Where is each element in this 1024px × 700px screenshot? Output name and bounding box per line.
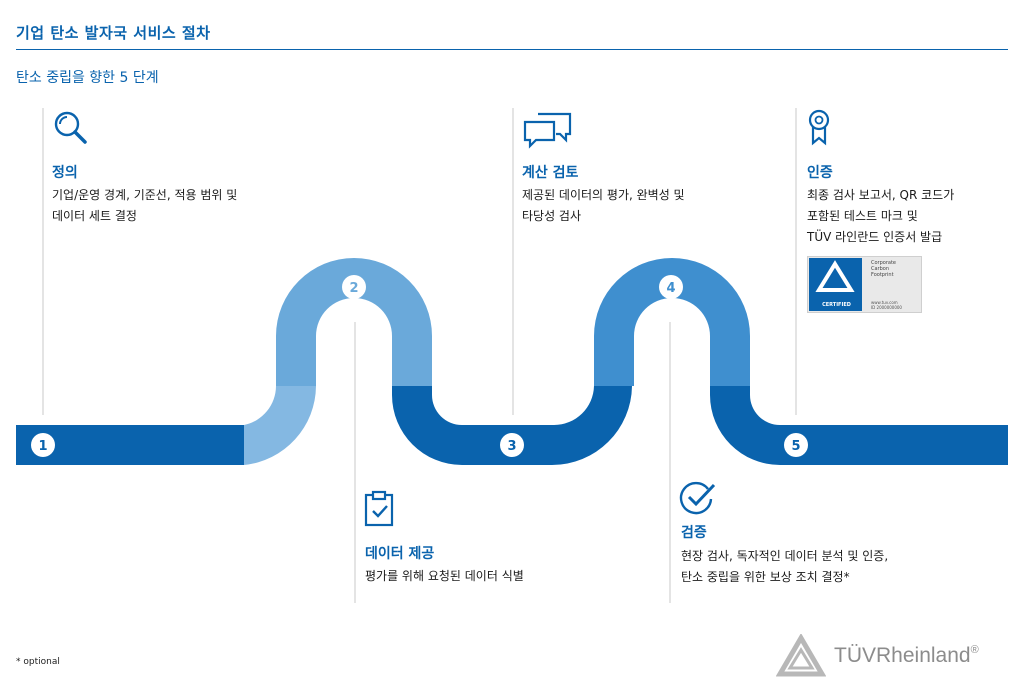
step-description-1: 기업/운영 경계, 기준선, 적용 범위 및 데이터 세트 결정 — [52, 188, 238, 223]
step-description-4: 현장 검사, 독자적인 데이터 분석 및 인증, 탄소 중립을 위한 보상 조치… — [681, 549, 889, 584]
road-segment-arch-2-left — [276, 336, 316, 386]
check-circle-icon — [679, 481, 716, 515]
step-title-1: 정의 — [52, 165, 78, 181]
badge-title: Corporate Carbon Footprint — [871, 260, 896, 278]
badge-certified-label: CERTIFIED — [822, 302, 851, 308]
badge-website: www.tuv.com ID 2000000000 — [871, 300, 902, 310]
clipboard-check-icon — [364, 490, 394, 527]
certification-badge: CERTIFIED Corporate Carbon Footprint www… — [807, 256, 922, 313]
speech-bubbles-icon — [523, 112, 572, 149]
road-segment-valley-3b — [392, 386, 632, 465]
step-marker-5: 5 — [784, 433, 808, 457]
step-marker-2: 2 — [342, 275, 366, 299]
step-marker-4: 4 — [659, 275, 683, 299]
step-title-4: 검증 — [681, 525, 707, 541]
triangle-logo-icon — [815, 260, 855, 292]
title-divider — [16, 49, 1008, 50]
tuv-logo-icon — [776, 634, 826, 677]
road-segment-arch-4-right — [710, 336, 750, 386]
tuv-logo-text: TÜVRheinland® — [834, 644, 979, 668]
step-description-5: 최종 검사 보고서, QR 코드가 포함된 테스트 마크 및 TÜV 라인란드 … — [807, 188, 955, 244]
step-number-1: 1 — [38, 439, 47, 454]
road-segment-arch-2-right — [392, 336, 432, 386]
step-description-3: 제공된 데이터의 평가, 완벽성 및 타당성 검사 — [522, 188, 685, 223]
road-segment-arch-4-left — [594, 336, 634, 386]
page-title: 기업 탄소 발자국 서비스 절차 — [16, 24, 211, 42]
tuv-badge-logo: CERTIFIED — [809, 258, 862, 311]
step-description-2: 평가를 위해 요청된 데이터 식별 — [365, 569, 524, 583]
step-number-2: 2 — [349, 281, 358, 296]
magnifier-icon — [54, 111, 87, 144]
step-marker-3: 3 — [500, 433, 524, 457]
step-number-5: 5 — [791, 439, 800, 454]
road-segment-fall-5 — [710, 386, 1008, 465]
page-subtitle: 탄소 중립을 향한 5 단계 — [16, 70, 159, 86]
footnote: * optional — [16, 657, 60, 667]
step-marker-1: 1 — [31, 433, 55, 457]
step-title-5: 인증 — [807, 165, 833, 181]
step-number-3: 3 — [507, 439, 516, 454]
step-title-2: 데이터 제공 — [365, 546, 435, 562]
step-title-3: 계산 검토 — [522, 165, 579, 181]
step-number-4: 4 — [666, 281, 675, 296]
logo-wordmark: TÜVRheinland — [834, 644, 971, 667]
logo-registered-mark: ® — [970, 644, 979, 656]
award-ribbon-icon — [808, 109, 830, 146]
